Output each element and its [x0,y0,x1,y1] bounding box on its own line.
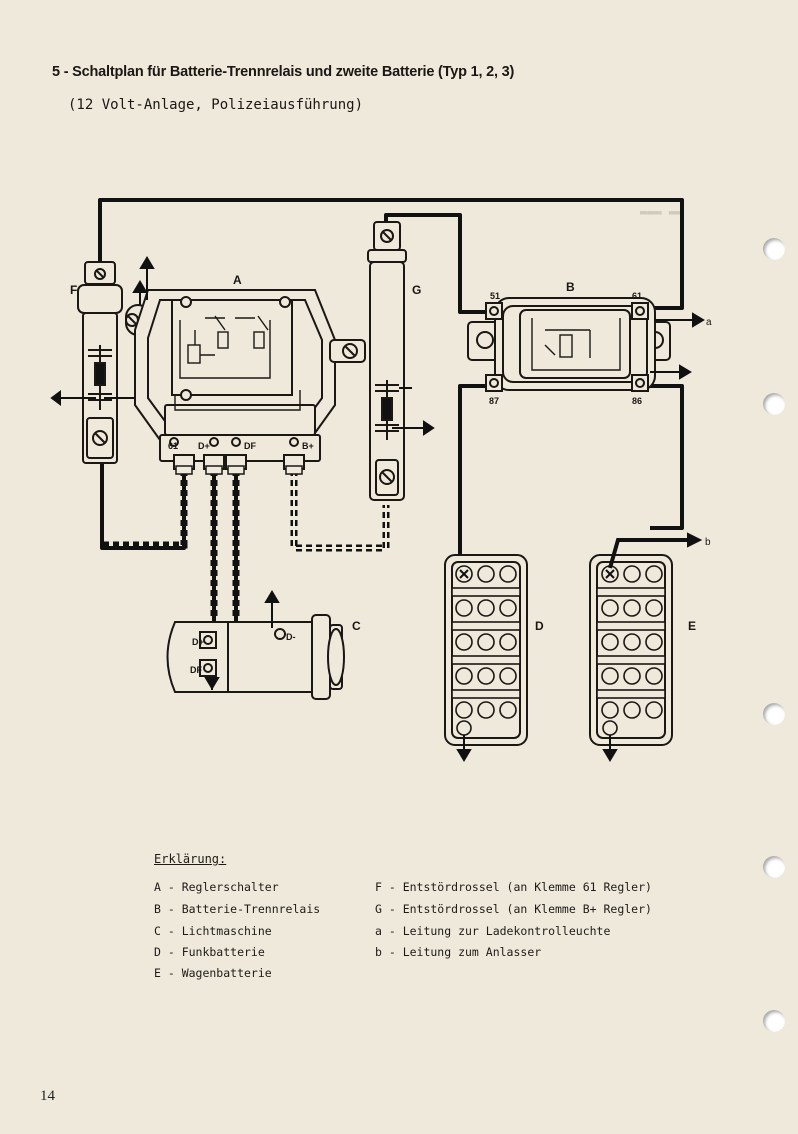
relay-b [467,297,671,392]
choke-g [367,221,407,501]
relay-internals [531,318,621,371]
regulator-internals [174,315,301,411]
lead-label-b: b [705,537,711,548]
label-b: B [566,280,575,294]
legend-item-b: B - Batterie-Trennrelais [154,902,321,916]
wire-f-to-relais-61 [98,198,684,310]
binder-hole [763,1010,785,1032]
battery-d-terminals [456,569,472,762]
generator-ground [204,590,280,690]
legend-item-d: D - Funkbatterie [154,945,265,959]
legend-item-lead-b: b - Leitung zum Anlasser [375,945,542,959]
page-subtitle: (12 Volt-Anlage, Polizeiausführung) [68,97,364,113]
shielded-cable-f [103,470,188,549]
terminal-df-regler: DF [244,441,256,451]
label-d: D [535,619,544,633]
label-e: E [688,619,696,633]
binder-hole [763,703,785,725]
terminal-61-relais: 61 [632,291,642,301]
label-a: A [233,273,242,287]
generator-terminal-df: DF [190,665,202,675]
legend-item-c: C - Lichtmaschine [154,924,272,938]
ground-arrows-a [139,256,155,300]
wire-regler-61 [100,460,186,550]
binder-hole [763,393,785,415]
terminal-87: 87 [489,396,499,406]
label-f: F [70,283,77,297]
shielded-cables [103,470,390,620]
legend-item-g: G - Entstördrossel (an Klemme B+ Regler) [375,902,652,916]
terminal-51: 51 [490,291,500,301]
legend-item-e: E - Wagenbatterie [154,966,272,980]
page-title: 5 - Schaltplan für Batterie-Trennrelais … [52,64,515,80]
label-g: G [412,283,421,297]
binder-hole [763,856,785,878]
generator-c [166,614,345,700]
terminal-d-plus-regler: D+ [198,441,210,451]
terminal-61-regler: 61 [168,441,178,451]
cable-shield-outline [293,470,387,549]
relay-leads [650,312,705,380]
battery-e-cells [596,565,666,736]
terminal-86: 86 [632,396,642,406]
legend-heading: Erklärung: [154,852,227,866]
binder-hole [763,238,785,260]
ground-arrows-g [392,387,435,436]
generator-terminal-d-minus: D- [286,632,296,642]
regulator-a [125,289,366,470]
bleed-through-texture: ▬▬▬ ▬▬ [640,205,684,219]
cable-glands [175,465,303,475]
label-c: C [352,619,361,633]
lead-label-a: a [706,317,712,328]
wire-relais-87-to-battery-d [458,384,494,568]
terminal-b-plus-regler: B+ [302,441,314,451]
legend-item-a: A - Reglerschalter [154,880,279,894]
generator-terminal-d-plus: D+ [192,637,204,647]
wire-relais-86-to-battery-e [640,384,684,530]
choke-f [77,261,123,464]
shield-inner-b-plus [293,470,387,549]
page-number: 14 [40,1088,55,1104]
legend-item-f: F - Entstördrossel (an Klemme 61 Regler) [375,880,652,894]
battery-d-cells [451,565,521,736]
battery-e-terminals [602,532,703,762]
legend-item-lead-a: a - Leitung zur Ladekontrolleuchte [375,924,611,938]
wire-g-to-relais-51 [384,213,494,314]
